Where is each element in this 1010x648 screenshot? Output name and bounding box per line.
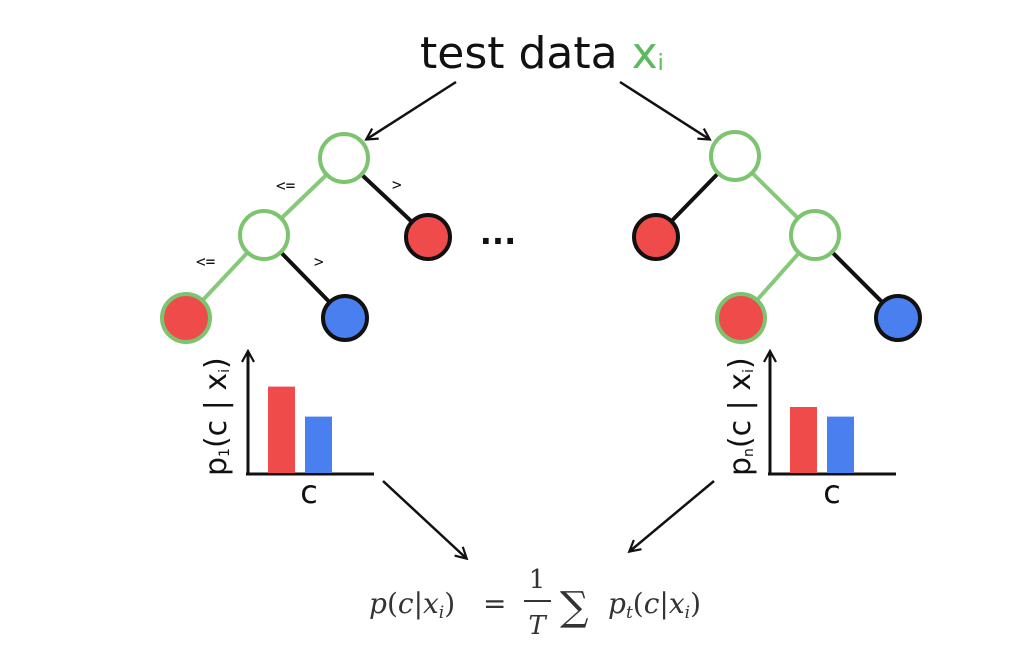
bar-blue xyxy=(827,416,854,473)
ylabel-close: ) xyxy=(723,357,758,369)
bar-red xyxy=(268,386,295,473)
formula-equals: = xyxy=(483,587,506,620)
rhs-c: c xyxy=(644,587,660,620)
ylabel-close: ) xyxy=(199,357,234,369)
fraction-denominator: T xyxy=(528,611,547,641)
arrow-hist-left-to-formula xyxy=(382,480,466,558)
x-axis-label: c xyxy=(300,473,318,511)
ellipsis: ... xyxy=(480,214,516,252)
tree-right xyxy=(632,130,922,344)
leaf-node-blue xyxy=(874,294,922,342)
bar-red xyxy=(790,407,817,473)
bars xyxy=(790,407,854,473)
rhs-close: ) xyxy=(690,587,701,620)
edge-label-gt: > xyxy=(314,252,324,271)
rhs-t: t xyxy=(626,603,633,623)
lhs-bar: | xyxy=(414,587,423,620)
ylabel-rest: (c | x xyxy=(199,373,234,448)
arrow-title-to-right-tree xyxy=(619,80,709,139)
y-axis-label: p1(c | xi) xyxy=(199,357,234,476)
ylabel-rest: (c | x xyxy=(723,373,758,448)
lhs-close: ) xyxy=(444,587,455,620)
title: test data xi xyxy=(420,28,664,79)
lhs-open: ( xyxy=(387,587,398,620)
lhs-x: x xyxy=(423,587,439,620)
bars xyxy=(268,386,332,473)
leaf-node-red-selected xyxy=(160,292,212,344)
rhs-bar: | xyxy=(659,587,668,620)
arrow-title-to-left-tree xyxy=(367,80,457,139)
edge-label-gt: > xyxy=(392,175,402,194)
tree-node-root xyxy=(318,132,370,184)
ylabel-sub: n xyxy=(741,448,757,457)
title-text: test data xyxy=(420,28,632,79)
x-axis-label: c xyxy=(823,473,841,511)
rhs-x: x xyxy=(669,587,685,620)
leaf-node-blue xyxy=(321,294,369,342)
tree-left: <= > <= > xyxy=(160,132,452,344)
formula-lhs: p(c|xi) xyxy=(369,587,455,623)
rhs-open: ( xyxy=(633,587,644,620)
ylabel-p: p xyxy=(723,457,758,476)
fraction-numerator: 1 xyxy=(529,565,546,595)
tree-node-split xyxy=(238,209,290,261)
tree-node-split xyxy=(789,209,841,261)
ylabel-rest-sub: i xyxy=(741,369,757,373)
title-var: x xyxy=(632,28,658,79)
lhs-p: p xyxy=(369,587,387,620)
rhs-p: p xyxy=(608,587,626,620)
bar-blue xyxy=(305,416,332,473)
arrow-hist-right-to-formula xyxy=(630,480,715,551)
leaf-node-red-selected xyxy=(715,292,767,344)
tree-node-root xyxy=(709,130,761,182)
ylabel-sub: 1 xyxy=(217,448,233,457)
histogram-left: p1(c | xi) c xyxy=(199,352,374,511)
ylabel-rest-sub: i xyxy=(217,369,233,373)
formula: p(c|xi) = 1 T ∑ pt(c|xi) xyxy=(369,565,701,641)
leaf-node-red xyxy=(632,213,680,261)
rhs-i: i xyxy=(685,603,690,623)
lhs-i: i xyxy=(439,603,444,623)
title-sub: i xyxy=(658,51,664,76)
histogram-right: pn(c | xi) c xyxy=(723,352,896,511)
edge-label-le: <= xyxy=(276,176,295,195)
formula-rhs: pt(c|xi) xyxy=(608,587,701,623)
edge-label-le: <= xyxy=(196,252,215,271)
ylabel-p: p xyxy=(199,457,234,476)
sum-symbol: ∑ xyxy=(560,584,589,630)
lhs-c: c xyxy=(398,587,414,620)
leaf-node-red xyxy=(404,213,452,261)
y-axis-label: pn(c | xi) xyxy=(723,357,758,476)
